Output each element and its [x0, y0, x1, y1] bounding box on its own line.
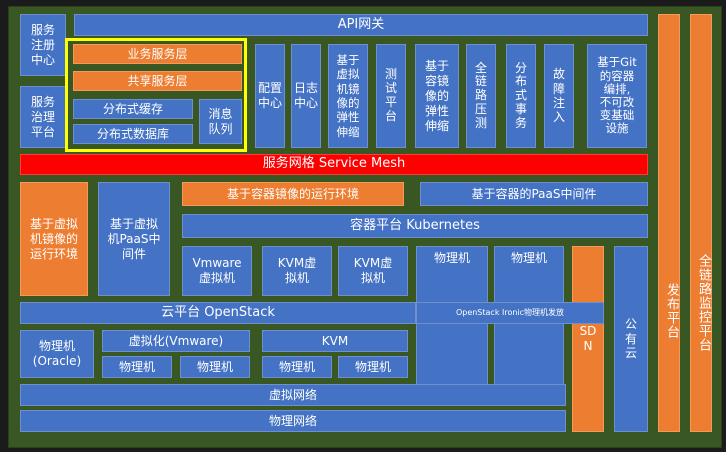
- vmware-virtualization: 虚拟化(Vmware): [102, 330, 250, 352]
- distributed-cache: 分布式缓存: [73, 99, 193, 119]
- shared-service-layer: 共享服务层: [73, 71, 242, 91]
- business-service-layer: 业务服务层: [73, 44, 242, 64]
- vm-image-runtime: 基于虚拟 机镜像的 运行环境: [20, 182, 88, 296]
- test-platform: 测 试 平 台: [376, 44, 406, 148]
- vm-image-autoscaling: 基于 虚拟 机镜 像的 弹性 伸缩: [328, 44, 368, 148]
- kvm-vm-2: KVM虚 拟机: [338, 246, 408, 296]
- physical-machine-small-2: 物理机: [180, 356, 250, 378]
- physical-network: 物理网络: [20, 410, 566, 432]
- service-governance: 服务 治理 平台: [20, 86, 66, 148]
- virtual-network: 虚拟网络: [20, 384, 566, 406]
- openstack-ironic: OpenStack Ironic物理机发放: [416, 302, 604, 324]
- physical-machine-small-3: 物理机: [262, 356, 332, 378]
- api-gateway: API网关: [74, 14, 648, 36]
- vmware-vm: Vmware 虚拟机: [182, 246, 252, 296]
- service-mesh: 服务网格 Service Mesh: [20, 154, 648, 175]
- physical-machine-small-1: 物理机: [102, 356, 172, 378]
- service-layer-highlight: [65, 38, 247, 152]
- physical-machine-top-1: 物理机: [416, 246, 488, 406]
- physical-machine-oracle: 物理机 (Oracle): [20, 330, 94, 378]
- container-image-runtime: 基于容器镜像的运行环境: [182, 182, 404, 206]
- kvm-vm-1: KVM虚 拟机: [262, 246, 332, 296]
- vm-paas-middleware: 基于虚拟 机PaaS中 间件: [98, 182, 170, 296]
- release-platform: 发布平台: [658, 14, 680, 432]
- distributed-transaction: 分 布 式 事 务: [506, 44, 536, 148]
- distributed-database: 分布式数据库: [73, 124, 193, 144]
- service-registry: 服务 注册 中心: [20, 14, 66, 76]
- container-paas-middleware: 基于容器的PaaS中间件: [420, 182, 648, 206]
- fault-injection: 故 障 注 入: [544, 44, 574, 148]
- openstack-cloud-platform: 云平台 OpenStack: [20, 302, 416, 324]
- public-cloud: 公 有 云: [614, 246, 648, 432]
- full-link-stress-test: 全 链 路 压 测: [466, 44, 496, 148]
- physical-machine-small-4: 物理机: [338, 356, 408, 378]
- container-image-autoscaling: 基于 容镜 像的 弹性 伸缩: [415, 44, 459, 148]
- git-container-orchestration: 基于Git 的容器 编排, 不可改 变基础 设施: [587, 44, 647, 148]
- physical-machine-top-2: 物理机: [494, 246, 564, 406]
- message-queue: 消息 队列: [199, 99, 242, 144]
- kvm-virtualization: KVM: [262, 330, 408, 352]
- config-center: 配置 中心: [255, 44, 285, 148]
- sdn: SD N: [572, 246, 604, 432]
- log-center: 日志 中心: [291, 44, 321, 148]
- full-link-monitor-platform: 全链路监控平台: [690, 14, 712, 432]
- kubernetes-platform: 容器平台 Kubernetes: [182, 214, 648, 238]
